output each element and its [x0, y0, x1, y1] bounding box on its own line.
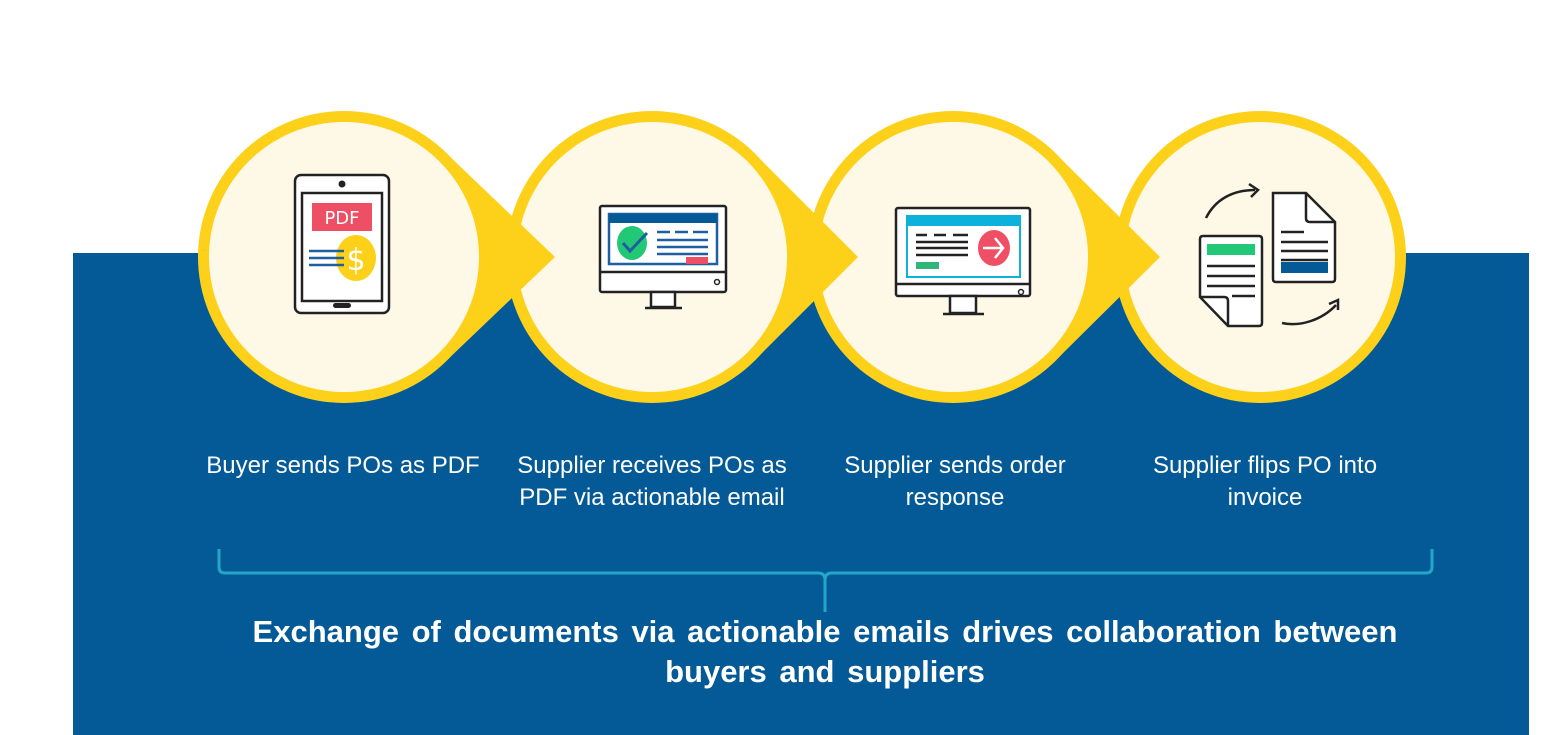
step-label-3: Supplier sends order response [844, 452, 1066, 511]
monitor-checkmark-icon [598, 204, 728, 310]
tablet-pdf-dollar-icon: PDF $ [293, 173, 391, 315]
pdf-label: PDF [324, 208, 359, 229]
svg-text:$: $ [346, 243, 365, 278]
step-label-4: Supplier flips PO into invoice [1152, 452, 1378, 511]
document-flip-icon [1198, 182, 1340, 328]
step-label-2: Supplier receives POs as PDF via actiona… [517, 452, 787, 511]
pointer-arrow-1 [444, 151, 555, 363]
summary-caption: Exchange of documents via actionable ema… [252, 614, 1398, 689]
pointer-arrow-2 [752, 151, 858, 363]
monitor-arrow-icon [894, 206, 1032, 316]
step-label-1: Buyer sends POs as PDF [206, 452, 480, 479]
pointer-arrow-3 [1053, 151, 1160, 363]
grouping-bracket [217, 549, 1434, 612]
dollar-coin-icon: $ [336, 235, 376, 281]
